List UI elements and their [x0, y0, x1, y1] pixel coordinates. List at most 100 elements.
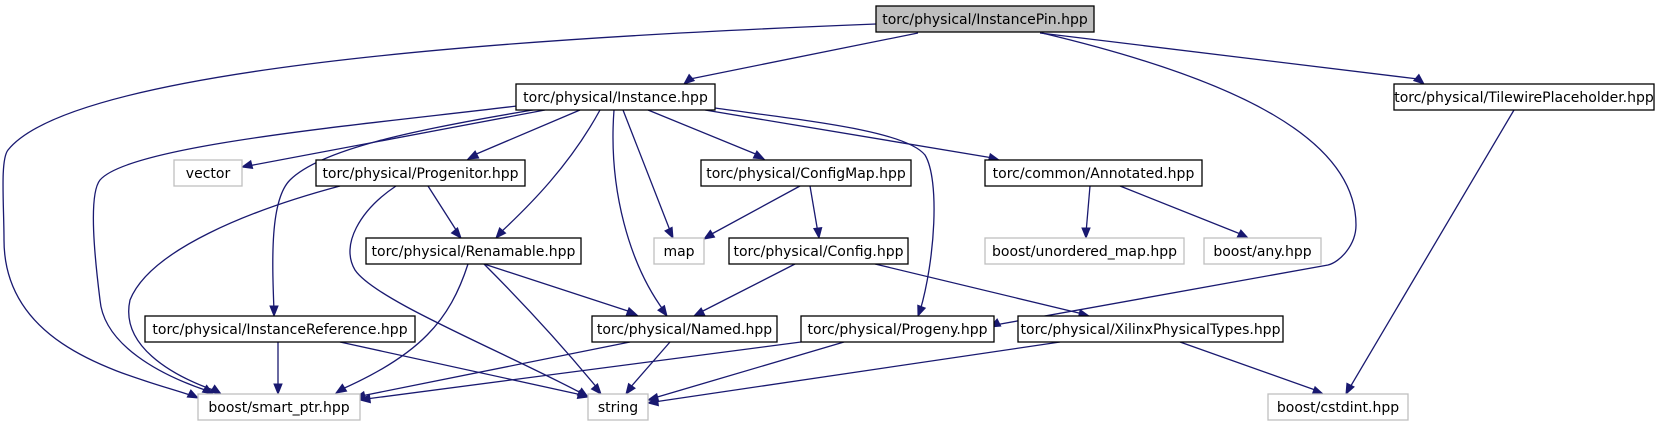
edge-line: [92, 105, 518, 392]
arrowhead-icon: [334, 383, 348, 394]
edge-line: [653, 341, 845, 399]
arrowhead-icon: [269, 305, 279, 318]
node-label: boost/any.hpp: [1213, 244, 1311, 260]
node-box: [587, 393, 649, 421]
edge-line: [704, 109, 994, 159]
node-smartptr: boost/smart_ptr.hpp: [197, 393, 361, 421]
arrowhead-icon: [702, 229, 716, 240]
edge-instance-to-vector: [240, 109, 546, 170]
arrowhead-icon: [358, 393, 372, 404]
node-box: [315, 159, 526, 187]
node-label: torc/physical/XilinxPhysicalTypes.hpp: [1021, 322, 1281, 338]
node-label: torc/physical/Renamable.hpp: [372, 244, 576, 260]
node-label: torc/physical/Progenitor.hpp: [322, 166, 518, 182]
edge-configmap-to-config: [809, 185, 823, 240]
arrowhead-icon: [625, 306, 639, 316]
node-label: boost/unordered_map.hpp: [992, 244, 1177, 260]
node-label: vector: [186, 166, 231, 182]
node-instancepin[interactable]: torc/physical/InstancePin.hpp: [875, 5, 1095, 33]
arrowhead-icon: [812, 226, 823, 240]
node-label: torc/physical/InstanceReference.hpp: [152, 322, 407, 338]
node-string: string: [587, 393, 649, 421]
node-box: [1267, 393, 1409, 421]
node-box: [875, 5, 1095, 33]
node-box: [984, 159, 1203, 187]
arrowhead-icon: [664, 226, 674, 240]
node-configmap[interactable]: torc/physical/ConfigMap.hpp: [700, 159, 912, 187]
edge-line: [1119, 185, 1244, 236]
arrowhead-icon: [657, 304, 668, 318]
node-box: [144, 315, 416, 343]
node-label: torc/common/Annotated.hpp: [993, 166, 1195, 182]
arrowhead-icon: [590, 382, 602, 396]
edge-instance-to-map: [622, 109, 674, 240]
arrowhead-icon: [1236, 229, 1250, 239]
edge-line: [365, 341, 802, 400]
edge-instance-to-configmap: [647, 109, 766, 160]
node-vector: vector: [173, 159, 243, 187]
node-progenitor[interactable]: torc/physical/Progenitor.hpp: [315, 159, 526, 187]
arrowhead-icon: [917, 304, 927, 318]
edge-line: [714, 107, 935, 312]
edge-instance-to-progeny: [714, 107, 935, 318]
edge-annotated-to-unordered: [1081, 185, 1091, 240]
edge-progenitor-to-smartptr: [128, 185, 341, 395]
node-progeny[interactable]: torc/physical/Progeny.hpp: [800, 315, 995, 343]
edge-line: [874, 263, 1084, 315]
edge-progenitor-to-string: [349, 185, 590, 398]
arrowhead-icon: [209, 384, 223, 395]
edge-line: [483, 263, 599, 390]
node-box: [700, 159, 912, 187]
edge-named-to-string: [625, 341, 671, 396]
edge-line: [339, 341, 583, 396]
edge-instancepin-to-instance: [682, 32, 919, 85]
node-xilinx[interactable]: torc/physical/XilinxPhysicalTypes.hpp: [1017, 315, 1284, 343]
edge-tilewire-to-cstdint: [1345, 109, 1515, 396]
edge-line: [473, 109, 581, 156]
arrowhead-icon: [646, 396, 660, 407]
arrowhead-icon: [240, 159, 254, 170]
arrowhead-icon: [450, 226, 462, 240]
edge-line: [698, 263, 796, 314]
node-box: [515, 83, 716, 111]
node-tilewire[interactable]: torc/physical/TilewirePlaceholder.hpp: [1393, 83, 1655, 111]
node-box: [800, 315, 995, 343]
node-annotated[interactable]: torc/common/Annotated.hpp: [984, 159, 1203, 187]
arrowhead-icon: [186, 389, 200, 399]
edge-renamable-to-smartptr: [334, 263, 469, 394]
edge-line: [1039, 32, 1419, 80]
edge-line: [707, 185, 801, 237]
node-label: torc/physical/Instance.hpp: [523, 90, 708, 106]
edges-layer: [2, 23, 1515, 407]
edge-line: [628, 341, 671, 390]
arrowhead-icon: [682, 73, 696, 85]
arrowhead-icon: [495, 226, 507, 240]
edge-config-to-named: [692, 263, 796, 317]
node-box: [197, 393, 361, 421]
arrowhead-icon: [1311, 385, 1325, 395]
edge-line: [2, 23, 877, 397]
node-label: boost/cstdint.hpp: [1277, 400, 1399, 416]
edge-instance-to-named: [612, 109, 668, 318]
node-instance[interactable]: torc/physical/Instance.hpp: [515, 83, 716, 111]
edge-named-to-smartptr: [353, 341, 631, 401]
arrowhead-icon: [1345, 382, 1355, 396]
edge-annotated-to-any: [1119, 185, 1250, 239]
arrowhead-icon: [466, 150, 480, 160]
nodes-layer: torc/physical/InstancePin.hpp torc/physic…: [144, 5, 1655, 421]
edge-instref-to-smartptr: [273, 342, 283, 396]
edge-progenitor-to-renamable: [427, 185, 462, 240]
node-box: [173, 159, 243, 187]
edge-line: [1085, 185, 1091, 234]
node-instref[interactable]: torc/physical/InstanceReference.hpp: [144, 315, 416, 343]
node-renamable[interactable]: torc/physical/Renamable.hpp: [365, 237, 582, 265]
node-cstdint: boost/cstdint.hpp: [1267, 393, 1409, 421]
edge-line: [499, 109, 601, 234]
arrowhead-icon: [576, 389, 590, 400]
node-named[interactable]: torc/physical/Named.hpp: [591, 315, 778, 343]
node-label: torc/physical/InstancePin.hpp: [882, 12, 1088, 28]
edge-line: [247, 109, 546, 167]
node-config[interactable]: torc/physical/Config.hpp: [728, 237, 909, 265]
node-label: torc/physical/ConfigMap.hpp: [706, 166, 906, 182]
edge-config-to-xilinx: [874, 263, 1091, 319]
